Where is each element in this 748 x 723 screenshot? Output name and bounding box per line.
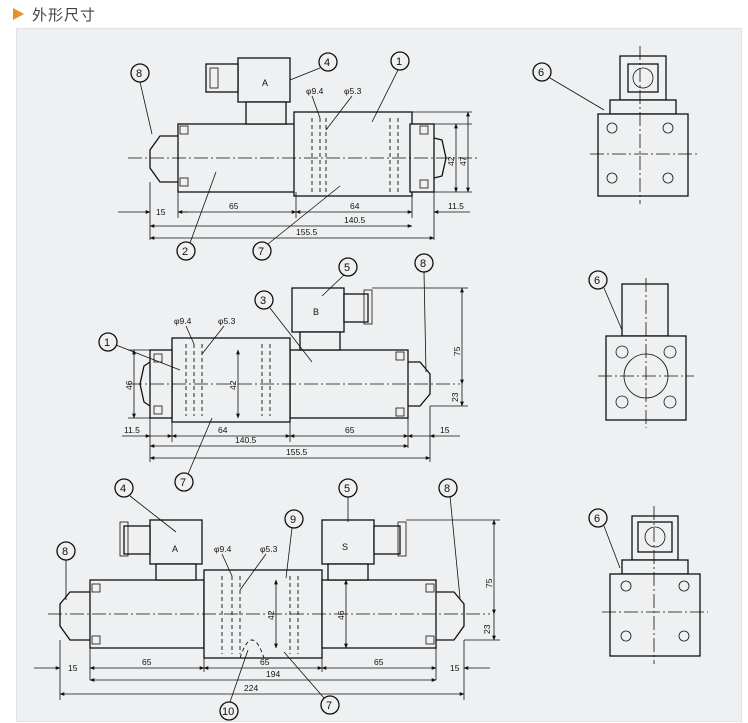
svg-text:224: 224 <box>244 683 258 693</box>
svg-text:46: 46 <box>124 380 134 390</box>
callout: 1 <box>396 56 402 68</box>
svg-text:φ5.3: φ5.3 <box>218 316 236 326</box>
svg-text:φ9.4: φ9.4 <box>214 544 232 554</box>
svg-text:15: 15 <box>68 663 78 673</box>
svg-text:23: 23 <box>450 392 460 402</box>
svg-text:15: 15 <box>450 663 460 673</box>
callout: 4 <box>120 483 126 495</box>
callout: 6 <box>538 67 544 79</box>
side-view-2: 6 <box>588 270 694 428</box>
callout: 4 <box>324 57 330 69</box>
svg-text:23: 23 <box>482 624 492 634</box>
section-title: 外形尺寸 <box>32 6 97 24</box>
svg-text:φ9.4: φ9.4 <box>306 86 324 96</box>
svg-text:47: 47 <box>458 156 468 166</box>
callout: 3 <box>260 295 266 307</box>
svg-text:65: 65 <box>142 657 152 667</box>
connector-plug-s <box>321 519 375 565</box>
manual-override-left <box>149 135 178 183</box>
svg-text:15: 15 <box>440 425 450 435</box>
svg-text:42: 42 <box>228 380 238 390</box>
svg-text:65: 65 <box>260 657 270 667</box>
manual-override-right <box>408 361 431 407</box>
side-view-3: 6 <box>588 506 708 664</box>
callout: 8 <box>62 546 68 558</box>
view-1-front: A φ9.4 φ5.3 15 65 64 140.5 155.5 11.5 <box>118 51 480 261</box>
callout: 7 <box>180 477 186 489</box>
callout: 6 <box>594 513 600 525</box>
svg-text:S: S <box>342 542 348 552</box>
svg-text:42: 42 <box>446 156 456 166</box>
svg-text:11.5: 11.5 <box>448 201 464 211</box>
svg-text:B: B <box>313 307 319 317</box>
svg-text:65: 65 <box>229 201 239 211</box>
coil-label: A <box>262 78 268 88</box>
svg-text:15: 15 <box>156 207 166 217</box>
callout: 5 <box>344 262 350 274</box>
svg-text:64: 64 <box>350 201 360 211</box>
svg-text:φ9.4: φ9.4 <box>174 316 192 326</box>
callout: 10 <box>222 706 234 718</box>
svg-text:75: 75 <box>484 578 494 588</box>
section-header: 外形尺寸 <box>0 0 748 28</box>
svg-text:φ5.3: φ5.3 <box>260 544 278 554</box>
valve-body <box>293 111 413 197</box>
svg-text:42: 42 <box>266 610 276 620</box>
view-3-front: A S φ9.4 φ5.3 42 46 15 65 65 <box>34 478 500 721</box>
svg-text:140.5: 140.5 <box>344 215 366 225</box>
callout: 9 <box>290 514 296 526</box>
connector-plug-a <box>149 519 203 565</box>
callout: 8 <box>136 68 142 80</box>
callout: 8 <box>420 258 426 270</box>
callout: 6 <box>594 275 600 287</box>
svg-text:64: 64 <box>218 425 228 435</box>
svg-text:194: 194 <box>266 669 280 679</box>
callout: 2 <box>182 246 188 258</box>
svg-text:140.5: 140.5 <box>235 435 257 445</box>
svg-text:46: 46 <box>336 610 346 620</box>
svg-text:φ5.3: φ5.3 <box>344 86 362 96</box>
callout: 8 <box>444 483 450 495</box>
valve-body <box>171 337 291 423</box>
manual-override-left <box>59 591 90 641</box>
manual-override-right <box>436 591 465 641</box>
view-2-front: B φ9.4 φ5.3 46 42 11.5 64 65 15 <box>98 253 468 492</box>
svg-text:A: A <box>172 544 178 554</box>
svg-text:11.5: 11.5 <box>124 425 140 435</box>
side-view-1: 6 <box>532 46 698 204</box>
callout: 1 <box>104 337 110 349</box>
svg-text:65: 65 <box>374 657 384 667</box>
callout: 7 <box>326 700 332 712</box>
callout: 7 <box>258 246 264 258</box>
svg-text:65: 65 <box>345 425 355 435</box>
svg-text:155.5: 155.5 <box>296 227 318 237</box>
callout: 5 <box>344 483 350 495</box>
svg-text:155.5: 155.5 <box>286 447 308 457</box>
svg-text:75: 75 <box>452 346 462 356</box>
arrow-right-icon <box>13 8 24 20</box>
